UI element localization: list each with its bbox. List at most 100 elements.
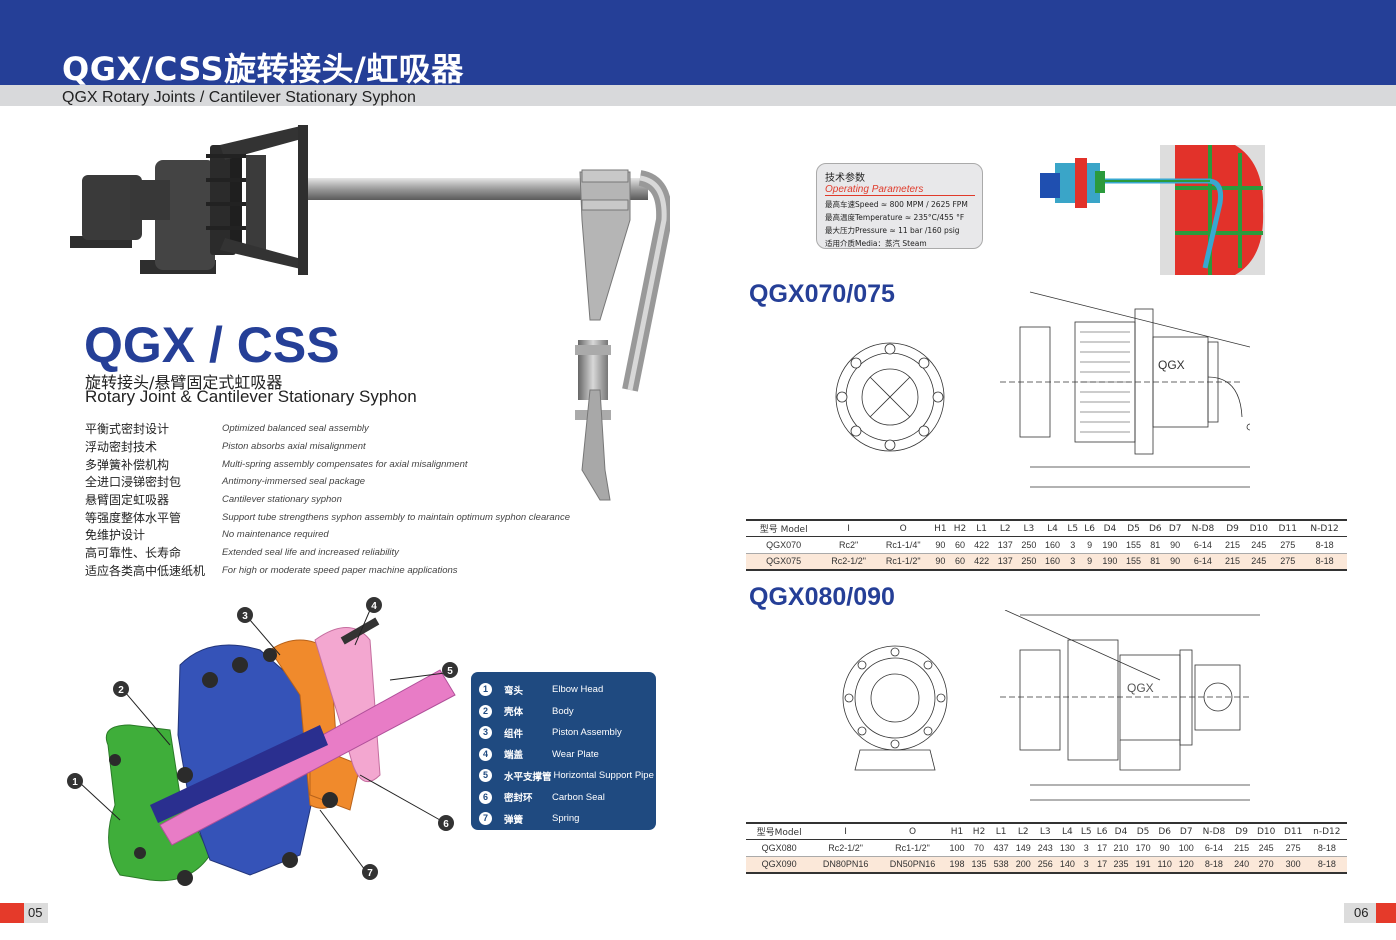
table-cell: 3 bbox=[1078, 856, 1095, 874]
feature-cn: 全进口浸锑密封包 bbox=[85, 475, 182, 490]
header-bar bbox=[0, 0, 1396, 85]
feature-en: For high or moderate speed paper machine… bbox=[222, 564, 458, 576]
installation-diagram bbox=[1040, 145, 1265, 275]
header-cell: N-D8 bbox=[1197, 822, 1231, 840]
table-cell: 191 bbox=[1132, 856, 1155, 874]
table-cell: 100 bbox=[1175, 839, 1198, 857]
header-cell: O bbox=[879, 822, 946, 840]
header-cell: N-D8 bbox=[1185, 519, 1221, 537]
param-row: 最高车速Speed ≈ 800 MPM / 2625 FPM bbox=[825, 200, 968, 209]
header-cell: H1 bbox=[945, 822, 969, 840]
table-cell: 215 bbox=[1220, 536, 1245, 554]
table-cell: 140 bbox=[1056, 856, 1079, 874]
table-cell: 8-18 bbox=[1302, 536, 1347, 554]
legend-cn: 密封环 bbox=[504, 793, 533, 805]
header-cell: L2 bbox=[993, 519, 1018, 537]
params-title-en: Operating Parameters bbox=[825, 184, 975, 196]
header-cell: D7 bbox=[1165, 519, 1186, 537]
header-cell: D6 bbox=[1145, 519, 1166, 537]
table-cell: 170 bbox=[1132, 839, 1155, 857]
table-cell: 137 bbox=[993, 536, 1018, 554]
page-title: QGX/CSS旋转接头/虹吸器 bbox=[62, 50, 464, 88]
feature-en: Cantilever stationary syphon bbox=[222, 494, 342, 506]
table-cell: 8-18 bbox=[1197, 856, 1231, 874]
feature-en: Optimized balanced seal assembly bbox=[222, 423, 369, 435]
table-cell: 160 bbox=[1040, 553, 1065, 571]
table-cell: 245 bbox=[1244, 536, 1274, 554]
table-cell: 275 bbox=[1273, 536, 1303, 554]
header-cell: H2 bbox=[950, 519, 970, 537]
table-cell: QGX070 bbox=[746, 536, 822, 554]
table-cell: 190 bbox=[1098, 536, 1122, 554]
table-cell: 110 bbox=[1154, 856, 1176, 874]
legend-cn: 弯头 bbox=[504, 685, 524, 697]
legend-number: 2 bbox=[479, 704, 492, 718]
product-title: QGX / CSS bbox=[84, 317, 340, 373]
table-cell: DN50PN16 bbox=[879, 856, 946, 874]
operating-parameters: 技术参数 Operating Parameters 最高车速Speed ≈ 80… bbox=[816, 163, 983, 249]
table-cell: 90 bbox=[1165, 536, 1186, 554]
table-cell: 6-14 bbox=[1197, 839, 1231, 857]
feature-cn: 浮动密封技术 bbox=[85, 440, 158, 455]
callout-1: 1 bbox=[72, 777, 78, 788]
header-cell: D6 bbox=[1154, 822, 1176, 840]
header-cell: I bbox=[812, 822, 880, 840]
table-cell: 155 bbox=[1121, 553, 1146, 571]
table-cell: 437 bbox=[990, 839, 1013, 857]
subheader-bar bbox=[0, 85, 1396, 106]
header-cell: O bbox=[875, 519, 931, 537]
table-cell: 245 bbox=[1244, 553, 1274, 571]
legend-en: Body bbox=[552, 705, 574, 717]
product-photo bbox=[70, 125, 670, 501]
table-cell: 8-18 bbox=[1306, 856, 1347, 874]
header-cell: 型号Model bbox=[746, 822, 813, 840]
table-cell: 215 bbox=[1220, 553, 1245, 571]
table-cell: 270 bbox=[1252, 856, 1280, 874]
table-cell: 538 bbox=[990, 856, 1013, 874]
page-number-right: 06 bbox=[1344, 903, 1396, 923]
header-cell: L2 bbox=[1012, 822, 1035, 840]
table-cell: 422 bbox=[969, 536, 994, 554]
feature-item: 浮动密封技术 Piston absorbs axial misalignment bbox=[85, 438, 570, 456]
table-cell: 155 bbox=[1121, 536, 1146, 554]
header-cell: L1 bbox=[969, 519, 994, 537]
table-cell: Rc2" bbox=[821, 536, 876, 554]
legend-cn: 组件 bbox=[504, 728, 524, 740]
table-cell: 81 bbox=[1145, 536, 1166, 554]
table-cell: 149 bbox=[1012, 839, 1035, 857]
table-cell: 275 bbox=[1279, 839, 1307, 857]
header-cell: D10 bbox=[1252, 822, 1280, 840]
table-cell: 130 bbox=[1056, 839, 1079, 857]
table-cell: 243 bbox=[1034, 839, 1057, 857]
header-cell: N-D12 bbox=[1302, 519, 1347, 537]
legend-en: Piston Assembly bbox=[552, 727, 622, 739]
legend-number: 3 bbox=[479, 726, 492, 740]
product-en-subtitle: Rotary Joint & Cantilever Stationary Syp… bbox=[85, 387, 417, 406]
table-cell: Rc2-1/2" bbox=[821, 553, 876, 571]
table-cell: 422 bbox=[969, 553, 994, 571]
feature-en: Piston absorbs axial misalignment bbox=[222, 441, 366, 453]
table-cell: 250 bbox=[1017, 536, 1041, 554]
header-cell: D5 bbox=[1121, 519, 1146, 537]
param-row: 最高温度Temperature ≈ 235°C/455 °F bbox=[825, 213, 965, 222]
table-cell: 190 bbox=[1098, 553, 1122, 571]
table-cell: 60 bbox=[950, 553, 970, 571]
table-cell: 240 bbox=[1230, 856, 1253, 874]
table-cell: 6-14 bbox=[1185, 553, 1221, 571]
header-cell: H2 bbox=[968, 822, 991, 840]
callout-5: 5 bbox=[447, 666, 453, 677]
header-cell: L1 bbox=[990, 822, 1013, 840]
table-cell: 256 bbox=[1034, 856, 1057, 874]
table-cell: 90 bbox=[930, 536, 951, 554]
feature-cn: 多弹簧补偿机构 bbox=[85, 457, 170, 472]
